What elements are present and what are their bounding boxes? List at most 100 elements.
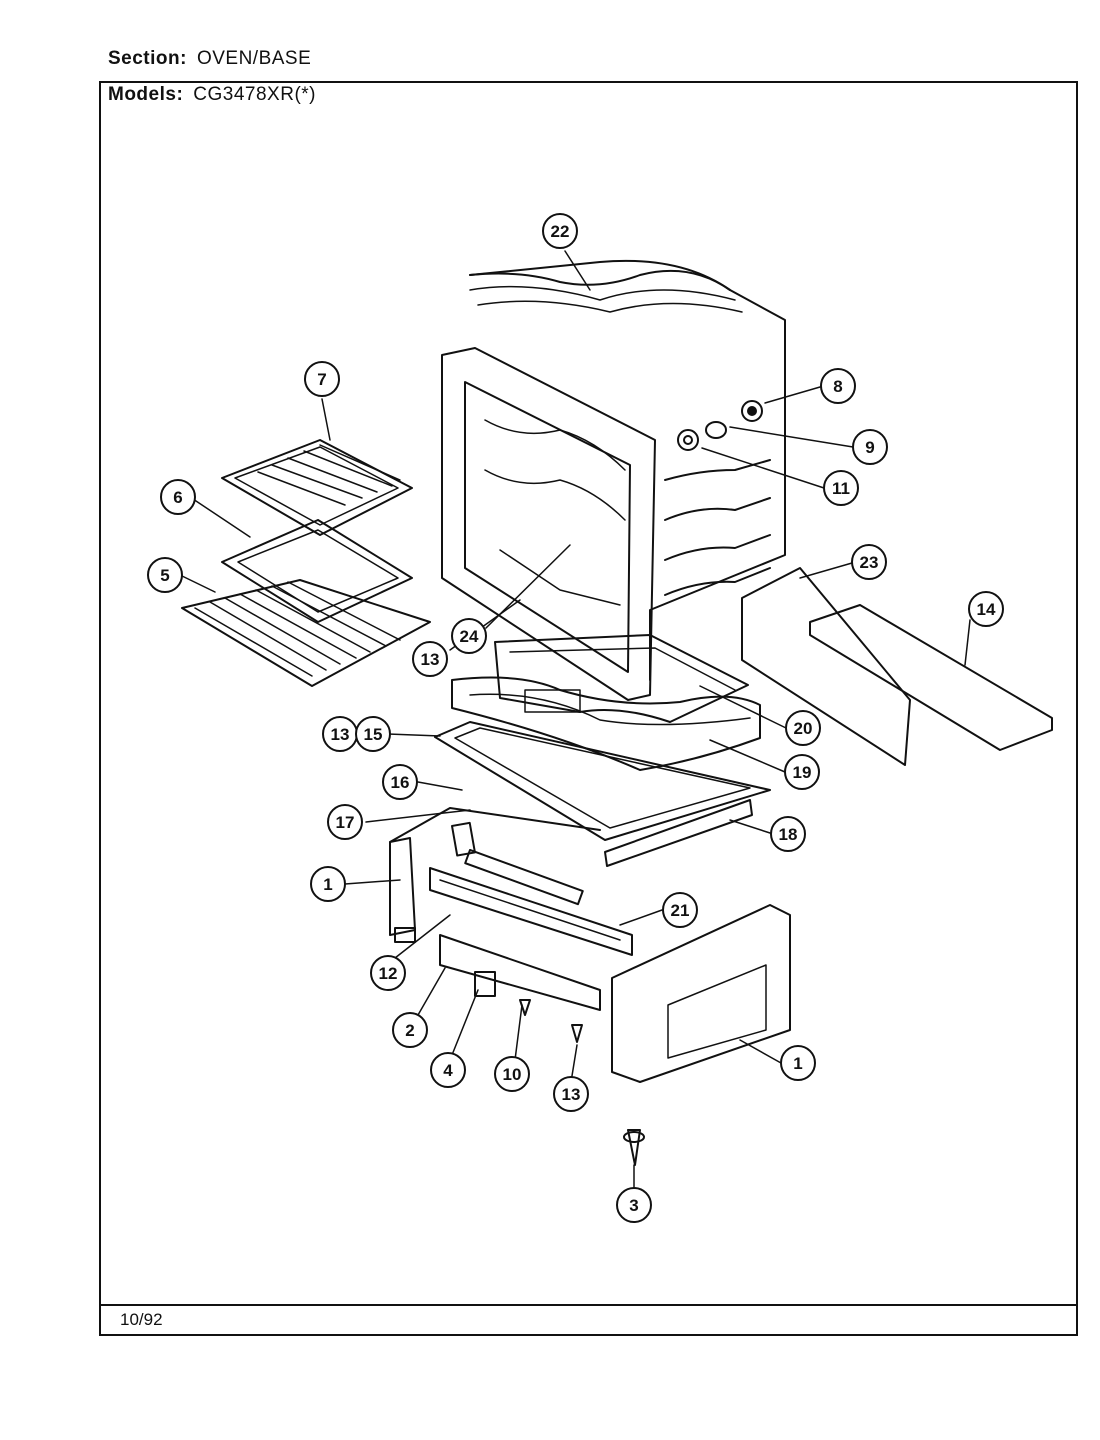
callout-c19: 19 (784, 754, 820, 790)
callout-c10: 10 (494, 1056, 530, 1092)
callout-number: 11 (832, 479, 850, 498)
callout-c13c: 13 (553, 1076, 589, 1112)
footer-date: 10/92 (120, 1310, 163, 1329)
callout-circle (147, 557, 183, 593)
broiler-pan-insert-part (221, 439, 413, 536)
callout-circle (968, 591, 1004, 627)
callout-c17: 17 (327, 804, 363, 840)
callout-c20: 20 (785, 710, 821, 746)
oven-cavity-part (441, 259, 786, 701)
callout-circle (542, 213, 578, 249)
callout-number: 16 (391, 773, 410, 792)
callout-c11: 11 (823, 470, 859, 506)
callout-c8: 8 (820, 368, 856, 404)
callout-c13a: 13 (412, 641, 448, 677)
section-label: Section: (108, 48, 187, 69)
callout-circle (392, 1012, 428, 1048)
callout-circle (784, 754, 820, 790)
callout-circle (327, 804, 363, 840)
callout-circle (370, 955, 406, 991)
rear-panel-part (741, 567, 911, 766)
callout-circle (780, 1045, 816, 1081)
callout-c13b: 13 (322, 716, 358, 752)
callout-number: 1 (793, 1054, 802, 1073)
callout-circle (412, 641, 448, 677)
callout-number: 14 (977, 600, 996, 619)
callout-c2: 2 (392, 1012, 428, 1048)
callout-circle (823, 470, 859, 506)
models-label: Models: (108, 84, 184, 105)
section-header: Section: OVEN/BASE (108, 48, 311, 70)
callout-circle (160, 479, 196, 515)
section-value: OVEN/BASE (196, 48, 312, 69)
callout-number: 20 (794, 719, 813, 738)
callout-circle (851, 544, 887, 580)
callout-circle (430, 1052, 466, 1088)
callout-c24: 24 (451, 618, 487, 654)
callout-number: 1 (323, 875, 332, 894)
callout-number: 5 (160, 566, 169, 585)
diagram-frame (99, 81, 1078, 1336)
callout-circle (820, 368, 856, 404)
callout-c16: 16 (382, 764, 418, 800)
callout-number: 12 (379, 964, 398, 983)
callout-c21: 21 (662, 892, 698, 928)
callout-number: 4 (443, 1061, 453, 1080)
callout-circle (382, 764, 418, 800)
callout-number: 23 (860, 553, 879, 572)
callout-number: 17 (336, 813, 355, 832)
callout-number: 15 (364, 725, 383, 744)
callout-c14: 14 (968, 591, 1004, 627)
oven-rack-part (181, 579, 431, 687)
callout-circle (785, 710, 821, 746)
callout-c4: 4 (430, 1052, 466, 1088)
callout-number: 24 (460, 627, 479, 646)
callout-number: 2 (405, 1021, 414, 1040)
models-header: Models: CG3478XR(*) (108, 84, 316, 106)
callout-c6: 6 (160, 479, 196, 515)
callout-circle (451, 618, 487, 654)
callout-c5: 5 (147, 557, 183, 593)
callout-number: 13 (421, 650, 440, 669)
callout-number: 18 (779, 825, 798, 844)
callout-number: 9 (865, 438, 874, 457)
callout-c9: 9 (852, 429, 888, 465)
callout-c1a: 1 (310, 866, 346, 902)
callout-c12: 12 (370, 955, 406, 991)
callout-number: 6 (173, 488, 182, 507)
lower-vent-panel-part (439, 934, 601, 1011)
callout-c15: 15 (355, 716, 391, 752)
footer-divider (99, 1304, 1078, 1306)
left-leg-bracket-part (389, 807, 601, 943)
callout-c1b: 1 (780, 1045, 816, 1081)
callout-circle (494, 1056, 530, 1092)
front-kick-panel-part (429, 867, 633, 956)
hardware-parts (474, 971, 645, 1166)
callout-circle (553, 1076, 589, 1112)
callout-circle (304, 361, 340, 397)
callout-circle (770, 816, 806, 852)
callout-c7: 7 (304, 361, 340, 397)
models-value: CG3478XR(*) (193, 84, 316, 105)
callout-number: 7 (317, 370, 326, 389)
callout-number: 13 (562, 1085, 581, 1104)
callout-c22: 22 (542, 213, 578, 249)
callout-c23: 23 (851, 544, 887, 580)
right-base-bracket-part (611, 904, 791, 1083)
callout-circle (616, 1187, 652, 1223)
callout-number: 10 (503, 1065, 522, 1084)
callout-circle (852, 429, 888, 465)
callout-number: 8 (833, 377, 842, 396)
callout-number: 22 (551, 222, 570, 241)
callout-circle (310, 866, 346, 902)
leader-lines (179, 250, 971, 1189)
callout-circle (355, 716, 391, 752)
burner-assembly-part (434, 721, 771, 906)
callout-number: 3 (629, 1196, 638, 1215)
callout-c18: 18 (770, 816, 806, 852)
callout-number: 21 (671, 901, 690, 920)
callout-c3: 3 (616, 1187, 652, 1223)
callout-circle (662, 892, 698, 928)
